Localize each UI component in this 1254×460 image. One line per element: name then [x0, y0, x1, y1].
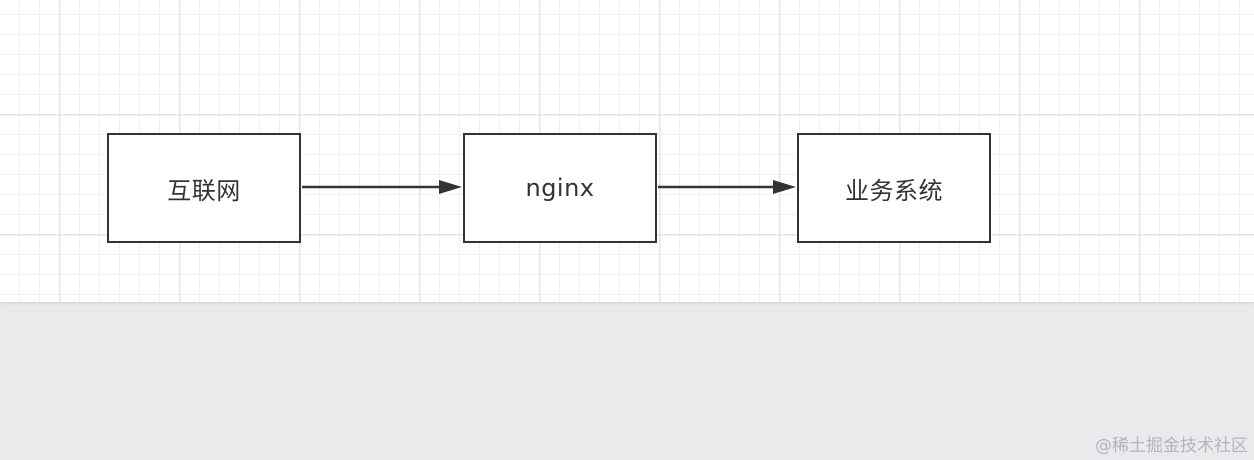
watermark: @稀土掘金技术社区 — [1095, 436, 1248, 456]
connectors-layer — [302, 180, 796, 194]
node-label: 业务系统 — [845, 176, 943, 205]
diagram-canvas[interactable]: 互联网 nginx 业务系统 — [0, 0, 1254, 302]
node-label: nginx — [525, 174, 595, 202]
arrowhead-icon — [773, 180, 796, 194]
node-internet[interactable]: 互联网 — [107, 133, 301, 243]
node-nginx[interactable]: nginx — [463, 133, 657, 243]
arrowhead-icon — [439, 180, 462, 194]
node-label: 互联网 — [167, 176, 241, 205]
node-business-system[interactable]: 业务系统 — [797, 133, 991, 243]
